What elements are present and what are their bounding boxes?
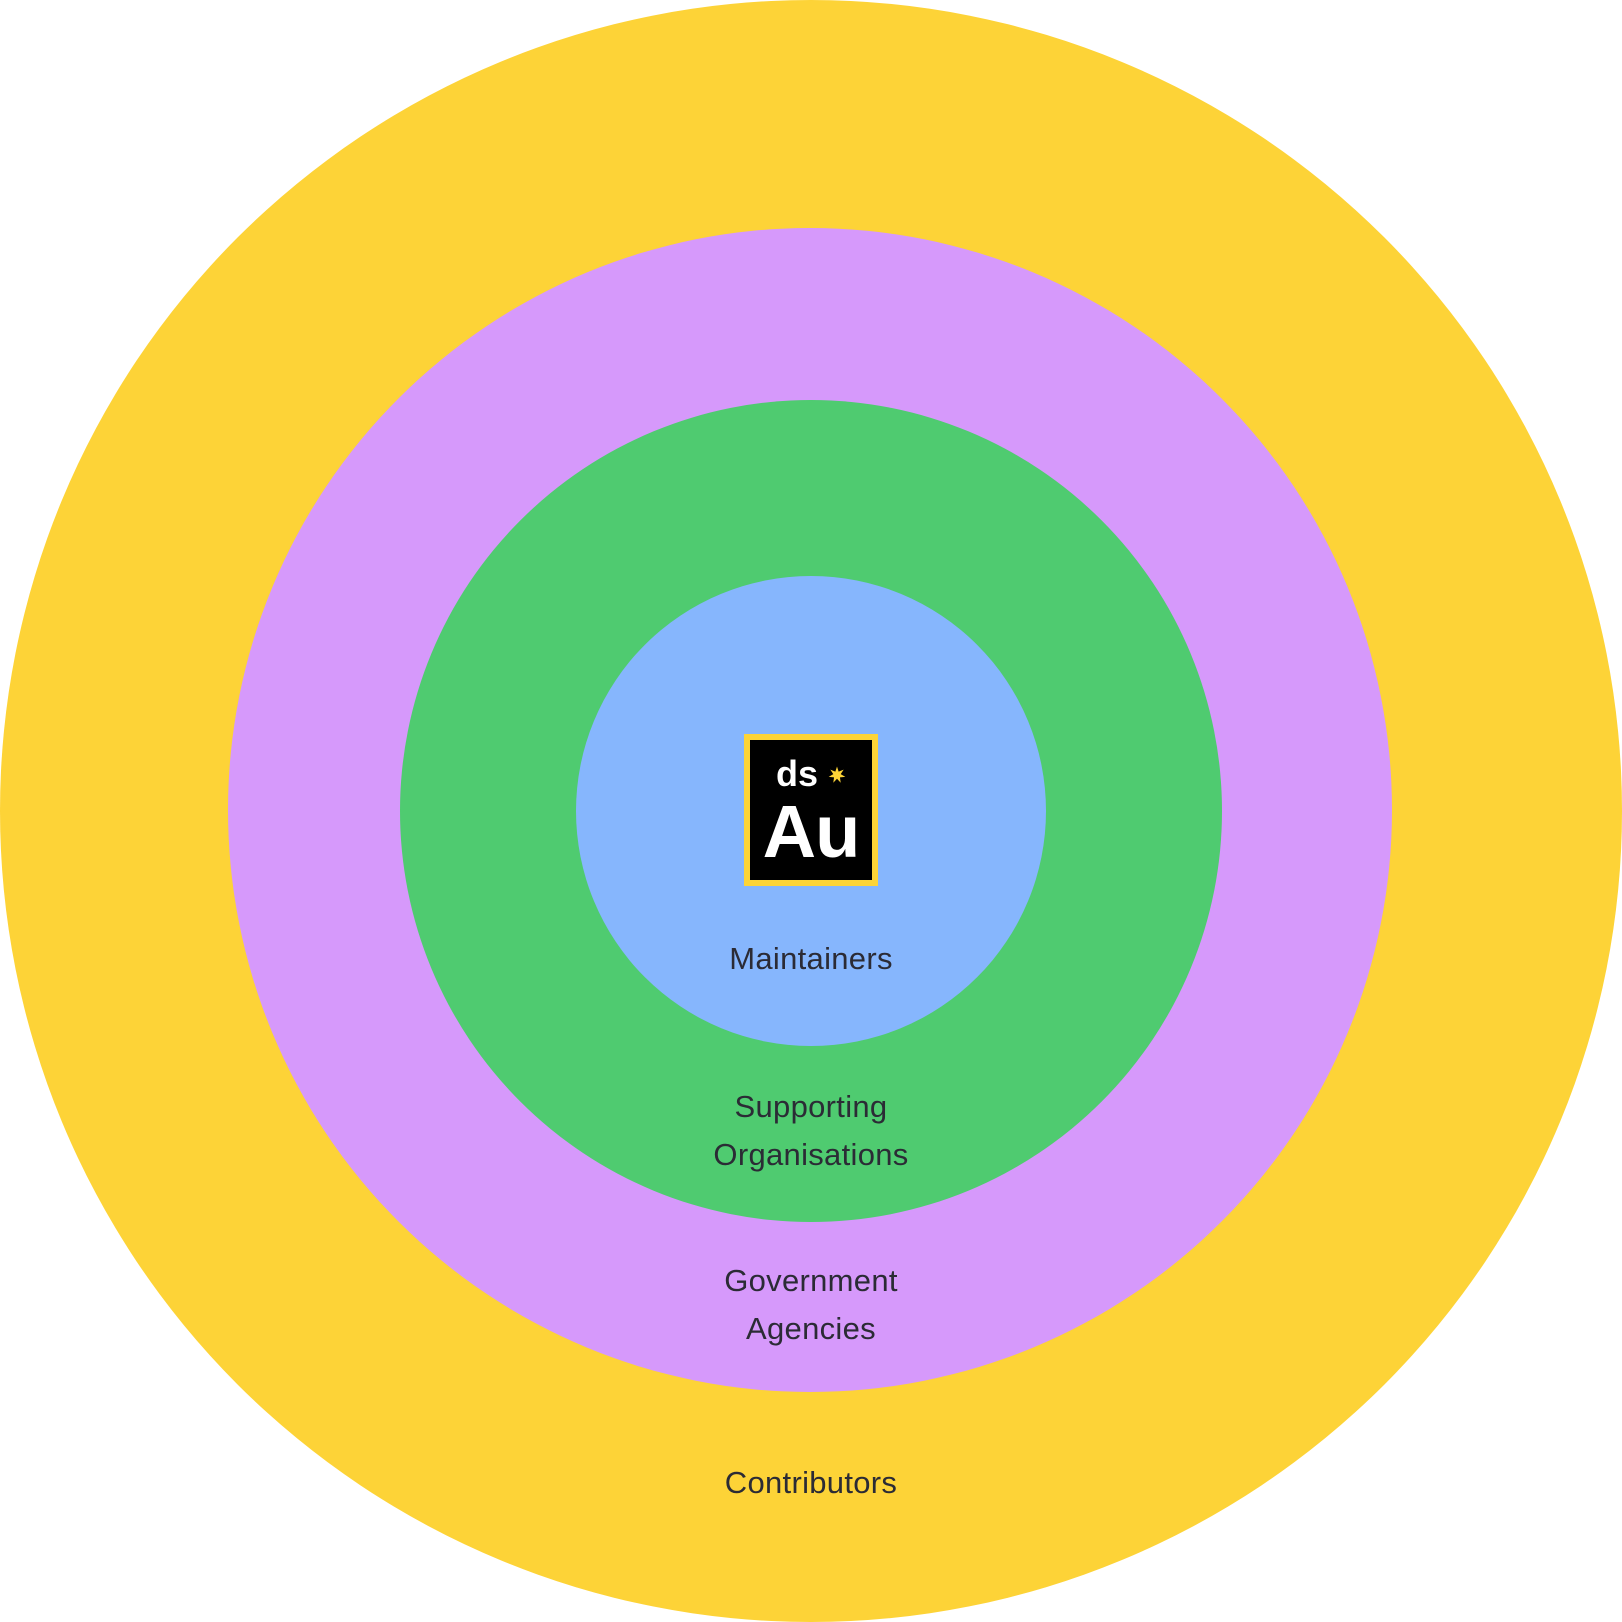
supporting-organisations-label: Supporting Organisations — [0, 1083, 1622, 1179]
government-agencies-label: Government Agencies — [0, 1257, 1622, 1353]
supporting-organisations-label-line-1: Supporting — [734, 1089, 888, 1124]
government-agencies-label-line-1: Government — [724, 1263, 898, 1298]
government-agencies-label-line-2: Agencies — [746, 1311, 876, 1346]
contributors-label-line: Contributors — [724, 1465, 898, 1500]
logo-ds-text: ds — [776, 753, 819, 794]
contributors-label: Contributors — [0, 1459, 1622, 1507]
design-system-au-logo: ds Au — [744, 734, 878, 886]
star-icon — [828, 766, 846, 783]
maintainers-label: Maintainers — [0, 935, 1622, 983]
logo-au-text: Au — [762, 790, 861, 873]
supporting-organisations-label-line-2: Organisations — [713, 1137, 909, 1172]
maintainers-label-line: Maintainers — [729, 941, 893, 976]
